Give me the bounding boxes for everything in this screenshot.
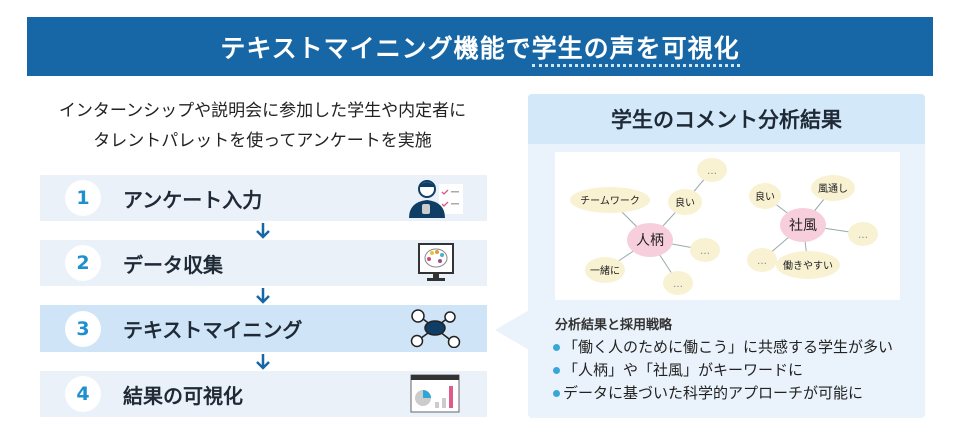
leaf-node [747,248,777,272]
title-underlined: 学生の声を可視化 [531,33,740,67]
title-main: テキストマイニング機能で [220,33,532,63]
leaf-node [663,271,693,295]
node-label: 良い [755,190,775,203]
center-node [780,208,826,242]
bullet-icon [553,390,560,397]
callout-pointer [495,310,529,350]
step-number: 1 [65,180,101,216]
step-number: 3 [65,310,101,347]
step-label: テキストマイニング [123,318,303,342]
intro-text: インターンシップや説明会に参加した学生や内定者に タレントパレットを使ってアンケ… [30,96,495,156]
node-label: 良い [675,196,695,209]
node-label: … [757,256,767,267]
monitor-palette-icon [418,243,454,281]
leaf-node [776,251,840,279]
node-label: 一緒に [590,264,620,277]
step-visualization: 4 結果の可視化 [40,371,487,417]
step-label: アンケート入力 [123,187,263,212]
leaf-node [570,187,650,213]
node-label: … [673,279,683,290]
bullet-text: 「働く人のために働こう」に共感する学生が多い [563,338,894,356]
node-network-icon [410,309,461,348]
list-item: データに基づいた科学的アプローチが可能に [553,382,893,405]
analysis-panel: 学生のコメント分析結果 人柄 チームワーク 良い … … 一緒に … 社風 良い… [528,94,925,418]
leaf-node [848,222,878,246]
step-number: 2 [65,245,101,281]
strategy-list: 「働く人のために働こう」に共感する学生が多い 「人柄」や「社風」がキーワードに … [553,336,893,405]
list-item: 「人柄」や「社風」がキーワードに [553,359,893,382]
center-label: 社風 [789,218,817,234]
node-label: … [858,230,868,241]
bullet-text: 「人柄」や「社風」がキーワードに [563,361,804,379]
step-data-collection: 2 データ収集 [40,240,487,286]
step-survey-input: 1 アンケート入力 [40,175,487,221]
down-arrow-icon [256,288,270,304]
bullet-text: データに基づいた科学的アプローチが可能に [563,384,864,402]
bullet-icon [553,367,560,374]
leaf-node [690,238,720,262]
step-label: 結果の可視化 [123,383,243,408]
intro-line: インターンシップや説明会に参加した学生や内定者に [58,101,467,121]
node-label: … [700,246,710,257]
down-arrow-icon [256,223,270,239]
leaf-node [697,158,727,182]
leaf-node [811,175,855,201]
node-label: 働きやすい [783,259,833,272]
leaf-node [585,257,625,283]
panel-title: 学生のコメント分析結果 [528,94,925,144]
page-title: テキストマイニング機能で学生の声を可視化 [220,29,740,67]
step-text-mining: 3 テキストマイニング [40,305,487,352]
survey-person-icon [409,180,463,218]
list-item: 「働く人のために働こう」に共感する学生が多い [553,336,893,359]
step-number: 4 [65,376,101,412]
leaf-node [749,183,781,209]
node-label: … [707,166,717,177]
node-label: 風通し [818,183,848,195]
step-label: データ収集 [123,252,223,277]
word-association-diagram: 人柄 チームワーク 良い … … 一緒に … 社風 良い 風通し … … 働きや… [555,152,900,300]
down-arrow-icon [256,354,270,370]
leaf-node [668,189,702,215]
intro-line: タレントパレットを使ってアンケートを実施 [93,131,432,151]
center-node [627,223,673,257]
center-label: 人柄 [636,233,664,249]
chart-dashboard-icon [410,374,460,413]
bullet-icon [553,344,560,351]
node-label: チームワーク [580,195,640,207]
strategy-subtitle: 分析結果と採用戦略 [555,318,673,333]
title-banner: テキストマイニング機能で学生の声を可視化 [27,17,933,76]
